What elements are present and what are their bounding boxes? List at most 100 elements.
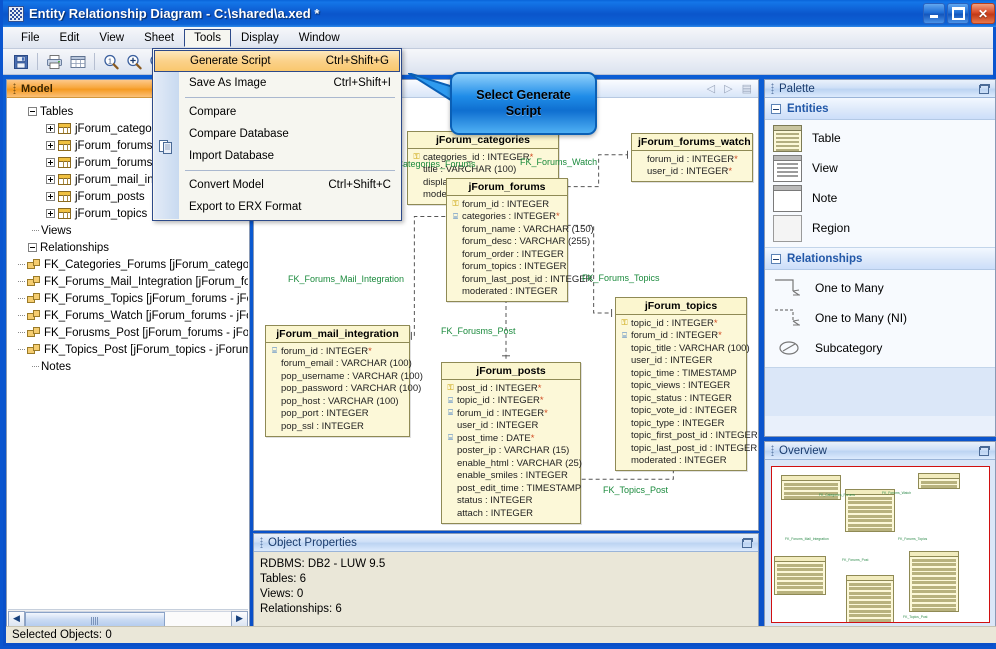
grid-icon[interactable] [67,51,88,72]
close-button[interactable]: ✕ [971,3,995,24]
relationship-label[interactable]: FK_Forums_Topics [582,273,660,283]
tree-item-table[interactable]: jForum_topics [14,205,248,222]
tree-expand-icon[interactable] [46,158,55,167]
required-marker: * [555,211,560,223]
palette-item-view[interactable]: View [765,153,995,183]
drag-grip-icon[interactable] [13,83,16,94]
tree-item-relationship[interactable]: FK_Forums_Topics [jForum_forums - jForum… [14,290,248,307]
tree-item-relationship[interactable]: FK_Topics_Post [jForum_topics - jForum_p… [14,341,248,358]
scroll-left-button[interactable]: ◀ [8,610,25,627]
menu-item-compare-database[interactable]: Compare Database [153,123,401,145]
tree-item-group[interactable]: Views [14,222,248,239]
subcategory-icon [773,337,805,359]
tree-collapse-icon[interactable] [28,243,37,252]
next-sheet-icon[interactable]: ▷ [724,83,733,95]
overview-label: FK_Categories_Forums [819,493,855,497]
restore-icon-objprops[interactable] [742,537,753,548]
relationship-label[interactable]: FK_Topics_Post [603,485,669,495]
drag-grip-icon-4[interactable] [771,445,774,456]
attribute-text: categories_id : INTEGER [423,151,530,163]
entity-box[interactable]: jForum_topics⚿topic_id : INTEGER*⌸forum_… [615,297,757,471]
menu-item-compare[interactable]: Compare [153,101,401,123]
tree-expand-icon[interactable] [46,141,55,150]
menu-file[interactable]: File [21,31,40,44]
entity-attribute: topic_title : VARCHAR (100) [619,342,750,355]
menu-sheet[interactable]: Sheet [144,31,175,44]
status-text: Selected Objects: 0 [12,629,112,641]
palette-item-one-to-many[interactable]: One to Many [765,273,995,303]
entity-title: jForum_mail_integration [266,326,409,343]
relationship-label[interactable]: FK_Forums_Watch [520,157,598,167]
tree-item-relationship[interactable]: FK_Forusms_Post [jForum_forums - jForum_… [14,324,248,341]
menu-view[interactable]: View [99,31,125,44]
tree-item-group[interactable]: Notes [14,358,248,375]
tree-item-group[interactable]: Tables [14,103,248,120]
previous-sheet-icon[interactable]: ◁ [706,83,716,95]
menu-tools[interactable]: Tools [184,28,231,47]
palette-item-one-to-many-ni-[interactable]: One to Many (NI) [765,303,995,333]
entity-attribute-list: ⚿topic_id : INTEGER*⌸forum_id : INTEGER*… [616,315,757,470]
tree-collapse-icon[interactable] [28,107,37,116]
menu-item-import-database[interactable]: Import Database [153,145,401,167]
palette-item-note[interactable]: Note [765,183,995,213]
relationship-label[interactable]: FK_Forusms_Post [441,326,516,336]
minimize-button[interactable] [923,3,945,24]
drag-grip-icon-3[interactable] [771,83,774,94]
tree-expand-icon[interactable] [46,175,55,184]
entity-box[interactable]: jForum_categories⚿categories_id : INTEGE… [407,131,559,205]
tree-item-group[interactable]: Relationships [14,239,248,256]
relationship-label[interactable]: FK_Categories_Forums [380,159,476,169]
zoom-actual-icon[interactable]: 1 [101,51,122,72]
menu-display[interactable]: Display [241,31,279,44]
palette-item-region[interactable]: Region [765,213,995,243]
tree-expand-icon[interactable] [46,192,55,201]
restore-icon-palette[interactable] [979,83,990,94]
scroll-right-button[interactable]: ▶ [231,610,248,627]
collapse-icon[interactable] [771,103,781,114]
print-icon[interactable] [44,51,65,72]
relationship-label[interactable]: FK_Forums_Mail_Integration [288,274,405,284]
collapse-icon[interactable] [771,253,781,264]
menu-item-label: Save As Image [189,77,267,89]
palette-item-subcategory[interactable]: Subcategory [765,333,995,363]
tree-expand-icon[interactable] [46,124,55,133]
maximize-button[interactable] [947,3,969,24]
menu-edit[interactable]: Edit [59,31,80,44]
tree-item-relationship[interactable]: FK_Forums_Watch [jForum_forums - jForum_… [14,307,248,324]
save-icon[interactable] [10,51,31,72]
menu-separator [185,97,395,98]
tree-item-table[interactable]: jForum_forums [14,137,248,154]
tree-connector [14,256,27,273]
tree-item-relationship[interactable]: FK_Forums_Mail_Integration [jForum_forum… [14,273,248,290]
zoom-in-icon[interactable] [124,51,145,72]
attribute-text: topic_views : INTEGER [631,380,731,392]
palette-section-header[interactable]: Relationships [765,248,995,270]
tree-item-table[interactable]: jForum_posts [14,188,248,205]
menu-separator [185,170,395,171]
entity-attribute: pop_username : VARCHAR (100) [269,370,423,383]
menu-item-label: Import Database [189,150,275,162]
menu-item-export-to-erx-format[interactable]: Export to ERX Format [153,196,401,218]
tree-item-table[interactable]: jForum_categories [14,120,248,137]
drag-grip-icon-2[interactable] [260,537,263,548]
sheet-list-icon[interactable]: ▤ [741,83,752,95]
tree-expand-icon[interactable] [46,209,55,218]
restore-icon-overview[interactable] [979,445,990,456]
entity-box[interactable]: jForum_posts⚿post_id : INTEGER*⌸topic_id… [441,362,582,524]
palette-section-header[interactable]: Entities [765,98,995,120]
model-panel-hscrollbar[interactable]: ◀ ▶ [8,609,248,628]
entity-box[interactable]: jForum_mail_integration⌸forum_id : INTEG… [265,325,423,437]
entity-box[interactable]: jForum_forums⚿forum_id : INTEGER⌸categor… [446,178,594,302]
palette-item-table[interactable]: Table [765,123,995,153]
tree-item-relationship[interactable]: FK_Categories_Forums [jForum_categories … [14,256,248,273]
attribute-text: attach : INTEGER [457,507,534,519]
scroll-track[interactable] [25,610,231,628]
menu-window[interactable]: Window [298,31,340,44]
attribute-text: enable_html : VARCHAR (25) [457,457,582,469]
